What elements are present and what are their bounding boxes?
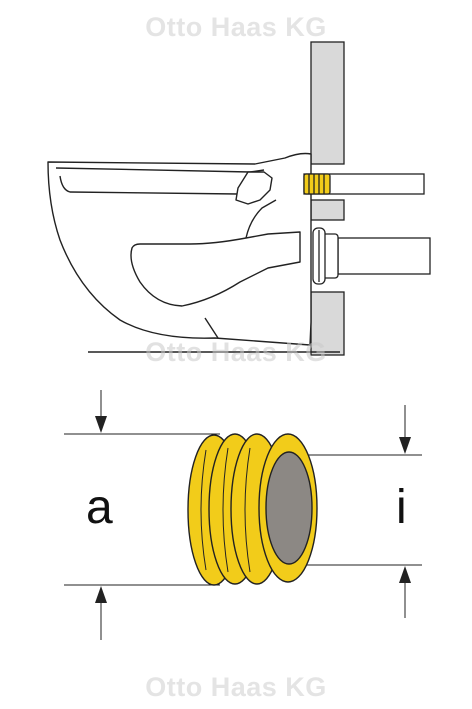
drain-pipe-body: [337, 237, 431, 275]
sleeve-bore: [265, 451, 313, 565]
sleeve: [187, 433, 318, 586]
inner-diameter-label: i: [396, 481, 407, 534]
sleeve-groove-1: [200, 449, 207, 571]
bowl-base: [204, 317, 219, 339]
flush-inlet: [235, 171, 273, 205]
arrow-up-icon: [95, 586, 107, 603]
wall-upper: [310, 41, 345, 165]
arrow-down-icon: [399, 437, 411, 454]
trap-channel: [130, 231, 301, 307]
arrow-down-icon: [95, 416, 107, 433]
wall-lower: [310, 291, 345, 356]
bowl-rim: [59, 175, 239, 195]
watermark-middle: Otto Haas KG: [145, 337, 327, 367]
arrow-heads: [95, 416, 411, 603]
watermark-bottom: Otto Haas KG: [145, 672, 327, 702]
sleeve-groove-3: [244, 447, 251, 573]
outer-diameter-label: a: [86, 481, 113, 534]
sleeve-groove-2: [222, 447, 229, 573]
flush-pipe: [303, 173, 425, 195]
arrow-up-icon: [399, 566, 411, 583]
drain-pipe: [312, 227, 431, 285]
trap-inner-line: [245, 199, 277, 239]
wall-middle: [310, 199, 345, 221]
toilet-bowl: [47, 152, 312, 346]
wall: [310, 41, 345, 356]
watermark-top: Otto Haas KG: [145, 12, 327, 42]
flush-connector-icon: [303, 173, 331, 195]
